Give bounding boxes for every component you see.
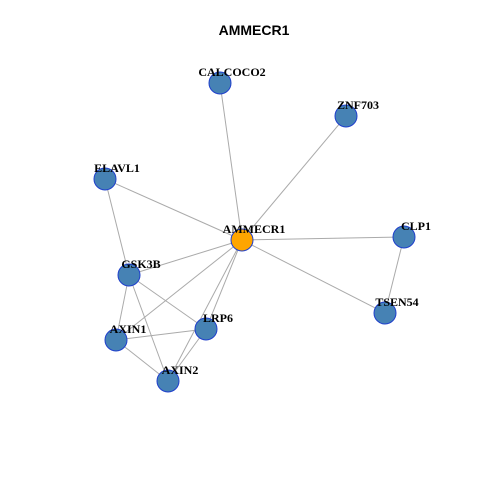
edge-gsk3b-axin2 bbox=[128, 274, 169, 382]
node-calcoco2[interactable] bbox=[208, 71, 232, 95]
node-gsk3b[interactable] bbox=[117, 263, 141, 287]
edge-ammecr1-lrp6 bbox=[205, 239, 243, 330]
node-axin2[interactable] bbox=[156, 369, 180, 393]
diagram-title: AMMECR1 bbox=[219, 22, 290, 38]
node-label-axin1: AXIN1 bbox=[110, 322, 147, 336]
node-ammecr1[interactable] bbox=[230, 228, 254, 252]
node-elavl1[interactable] bbox=[93, 167, 117, 191]
edge-ammecr1-elavl1 bbox=[104, 178, 243, 241]
edge-elavl1-gsk3b bbox=[104, 178, 130, 276]
node-lrp6[interactable] bbox=[194, 317, 218, 341]
node-label-znf703: ZNF703 bbox=[337, 98, 379, 112]
edge-layer bbox=[104, 82, 405, 382]
edge-ammecr1-axin2 bbox=[167, 239, 243, 382]
edge-ammecr1-gsk3b bbox=[128, 239, 243, 276]
edge-axin1-lrp6 bbox=[115, 328, 207, 341]
node-label-lrp6: LRP6 bbox=[203, 311, 233, 325]
edge-ammecr1-tsen54 bbox=[241, 239, 386, 314]
node-znf703[interactable] bbox=[334, 104, 358, 128]
node-layer bbox=[93, 71, 416, 393]
node-clp1[interactable] bbox=[392, 225, 416, 249]
node-label-axin2: AXIN2 bbox=[162, 363, 199, 377]
node-axin1[interactable] bbox=[104, 328, 128, 352]
edge-ammecr1-calcoco2 bbox=[219, 82, 243, 241]
node-label-calcoco2: CALCOCO2 bbox=[198, 65, 265, 79]
node-label-tsen54: TSEN54 bbox=[375, 295, 418, 309]
node-tsen54[interactable] bbox=[373, 301, 397, 325]
node-label-clp1: CLP1 bbox=[401, 219, 431, 233]
edge-ammecr1-axin1 bbox=[115, 239, 243, 341]
node-label-gsk3b: GSK3B bbox=[121, 257, 160, 271]
edge-ammecr1-clp1 bbox=[241, 236, 405, 241]
edge-gsk3b-lrp6 bbox=[128, 274, 207, 330]
edge-clp1-tsen54 bbox=[384, 236, 405, 314]
node-label-ammecr1: AMMECR1 bbox=[223, 222, 286, 236]
node-label-elavl1: ELAVL1 bbox=[94, 161, 140, 175]
edge-ammecr1-znf703 bbox=[241, 115, 347, 241]
